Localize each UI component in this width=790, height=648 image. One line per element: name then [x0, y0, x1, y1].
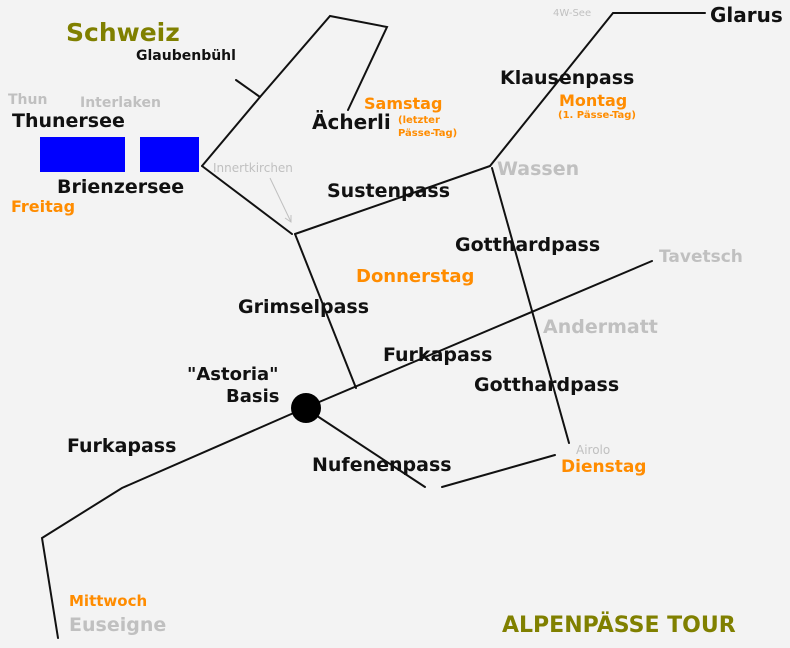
innertkirchen-arrowhead: [284, 215, 292, 223]
thunersee-label: Thunersee: [12, 110, 125, 132]
furkapass-east-label: Furkapass: [383, 344, 493, 366]
route-klausenpass: [489, 12, 706, 167]
route-glaubenbuehl-aecherli: [201, 14, 389, 167]
innertkirchen-pointer: [269, 177, 292, 223]
route-furkapass-east: [304, 260, 653, 409]
samstag-note-line1: (letzter: [398, 115, 440, 126]
gotthardpass-north-label: Gotthardpass: [455, 234, 601, 256]
dienstag-label: Dienstag: [561, 457, 647, 477]
glarus-label: Glarus: [710, 3, 783, 27]
astoria-base-marker: [291, 393, 321, 423]
donnerstag-label: Donnerstag: [356, 266, 475, 287]
gotthardpass-south-label: Gotthardpass: [474, 374, 620, 396]
furkapass-west-label: Furkapass: [67, 435, 177, 457]
airolo-label: Airolo: [576, 443, 611, 457]
wassen-label: Wassen: [497, 158, 580, 180]
montag-label: Montag: [559, 91, 628, 110]
thun-label: Thun: [8, 92, 48, 108]
astoria-label-line1: "Astoria": [187, 364, 279, 385]
interlaken-label: Interlaken: [80, 95, 161, 111]
brienzersee-lake: [140, 137, 199, 172]
route-gotthardpass: [491, 167, 570, 444]
route-nufenenpass: [304, 407, 426, 488]
route-glaubenbuehl-gap: [235, 79, 261, 98]
grimselpass-label: Grimselpass: [238, 296, 370, 318]
sustenpass-label: Sustenpass: [327, 180, 451, 202]
euseigne-label: Euseigne: [69, 614, 167, 636]
tavetsch-label: Tavetsch: [659, 247, 743, 267]
mittwoch-label: Mittwoch: [69, 592, 148, 610]
brienzersee-label: Brienzersee: [57, 176, 185, 198]
route-furkapass-west: [40, 407, 306, 639]
glaubenbuehl-label: Glaubenbühl: [136, 48, 236, 64]
route-sustenpass: [294, 165, 491, 235]
thunersee-lake: [40, 137, 125, 172]
samstag-label: Samstag: [364, 94, 443, 113]
innertkirchen-label: Innertkirchen: [213, 161, 293, 175]
nufenenpass-label: Nufenenpass: [312, 454, 452, 476]
tour-title: ALPENPÄSSE TOUR: [502, 613, 736, 638]
astoria-label-line2: Basis: [226, 386, 280, 407]
freitag-label: Freitag: [11, 197, 76, 216]
samstag-note-line2: Pässe-Tag): [398, 128, 458, 139]
route-brienz-innertkirchen: [201, 165, 293, 235]
klausenpass-label: Klausenpass: [500, 67, 635, 89]
montag-note: (1. Pässe-Tag): [558, 110, 636, 121]
route-airolo: [441, 454, 556, 488]
route-grimselpass: [294, 233, 357, 389]
map-title: Schweiz: [66, 18, 180, 47]
aecherli-label: Ächerli: [312, 110, 391, 134]
four-w-see-label: 4W-See: [553, 8, 592, 19]
andermatt-label: Andermatt: [543, 316, 658, 338]
